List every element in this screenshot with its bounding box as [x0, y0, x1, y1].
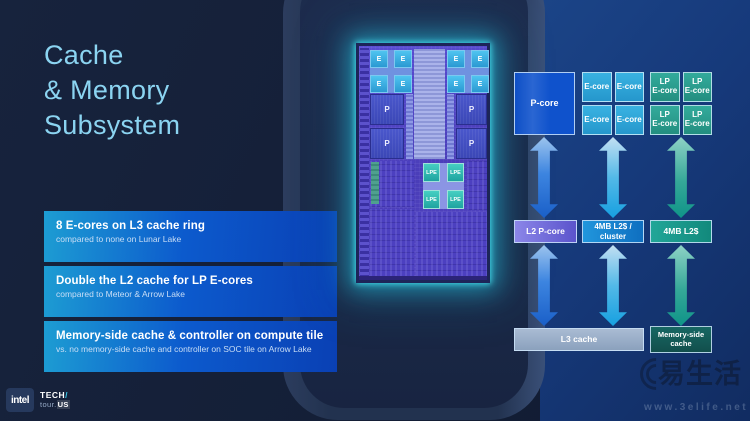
diagram-e-core-block: E-core	[582, 105, 612, 135]
diagram-e-core-block: E-core	[614, 72, 644, 102]
die-lpe-core: LPE	[423, 163, 440, 182]
diagram-l3-cache-block: L3 cache	[514, 328, 644, 351]
watermark-logo-text: 易生活	[658, 359, 742, 390]
callout-l2-lp-ecores: Double the L2 cache for LP E-cores compa…	[44, 266, 337, 317]
diagram-e-core-grid: E-core E-core E-core E-core	[582, 72, 644, 135]
die-e-core-cluster-left: E E E E	[370, 50, 412, 93]
die-left-io-strip	[360, 48, 369, 278]
die-lpe-core-cluster: LPE LPE LPE LPE	[423, 163, 464, 209]
diagram-l2-p-core-block: L2 P-core	[514, 220, 577, 243]
die-e-core: E	[370, 50, 388, 68]
diagram-e-core-block: E-core	[614, 105, 644, 135]
die-p-core: P	[370, 94, 404, 125]
callout-ecores-l3: 8 E-cores on L3 cache ring compared to n…	[44, 211, 337, 262]
die-bottom-frame	[359, 276, 487, 280]
die-lpe-core: LPE	[447, 190, 464, 209]
tour-text: tour.	[40, 400, 57, 409]
diagram-lp-e-core-block: LP E-core	[682, 105, 712, 135]
tech-accent-mark: /	[65, 390, 69, 400]
title-line-1: Cache	[44, 40, 124, 70]
die-e-core: E	[447, 50, 465, 68]
die-p-core: P	[370, 128, 404, 159]
die-e-core-cluster-right: E E E E	[447, 50, 489, 93]
die-p-core-strip	[406, 94, 413, 159]
die-p-core: P	[456, 128, 487, 159]
title-line-2: & Memory	[44, 75, 170, 106]
die-lpe-core: LPE	[447, 163, 464, 182]
die-lpe-core: LPE	[423, 190, 440, 209]
diagram-e-core-block: E-core	[582, 72, 612, 102]
diagram-p-core-block: P-core	[514, 72, 575, 135]
tech-tour-wordmark: TECH/	[40, 390, 68, 400]
title-line-3: Subsystem	[44, 110, 181, 141]
die-e-core: E	[471, 75, 489, 93]
diagram-lp-e-core-grid: LP E-core LP E-core LP E-core LP E-core	[650, 72, 712, 135]
diagram-memory-side-cache-block: Memory-side cache	[650, 326, 712, 353]
callout-subtext: compared to Meteor & Arrow Lake	[56, 289, 185, 299]
die-e-core: E	[471, 50, 489, 68]
page-title: Cache & Memory Subsystem	[44, 38, 180, 143]
callout-memory-side-cache: Memory-side cache & controller on comput…	[44, 321, 337, 372]
intel-logo: intel	[6, 388, 34, 412]
die-texture-block	[416, 212, 487, 277]
die-p-core: P	[456, 94, 487, 125]
tour-us-wordmark: tour.US	[40, 400, 70, 409]
die-teal-block	[371, 162, 379, 204]
diagram-lp-e-core-block: LP E-core	[650, 105, 680, 135]
callout-headline: 8 E-cores on L3 cache ring	[56, 220, 205, 232]
die-texture-block	[370, 209, 414, 277]
callout-headline: Double the L2 cache for LP E-cores	[56, 275, 253, 287]
die-e-core: E	[370, 75, 388, 93]
diagram-l2-cluster-block: 4MB L2$ / cluster	[582, 220, 644, 243]
tech-text: TECH	[40, 390, 66, 400]
diagram-lp-e-core-block: LP E-core	[682, 72, 712, 102]
die-e-core: E	[394, 75, 412, 93]
die-center-cache-column	[414, 49, 445, 159]
callout-subtext: vs. no memory-side cache and controller …	[56, 344, 312, 354]
callout-subtext: compared to none on Lunar Lake	[56, 234, 182, 244]
die-e-core: E	[394, 50, 412, 68]
die-e-core: E	[447, 75, 465, 93]
compute-tile-die-shot: E E E E E E E E P P P P LPE LPE LPE LPE	[356, 43, 490, 283]
diagram-lp-e-core-block: LP E-core	[650, 72, 680, 102]
die-p-core-strip	[447, 94, 454, 159]
die-texture-block	[467, 161, 487, 210]
callout-headline: Memory-side cache & controller on comput…	[56, 330, 324, 342]
diagram-l2-lp-block: 4MB L2$	[650, 220, 712, 243]
us-text: US	[56, 400, 70, 409]
watermark-site-url: www.3elife.net	[644, 402, 749, 413]
